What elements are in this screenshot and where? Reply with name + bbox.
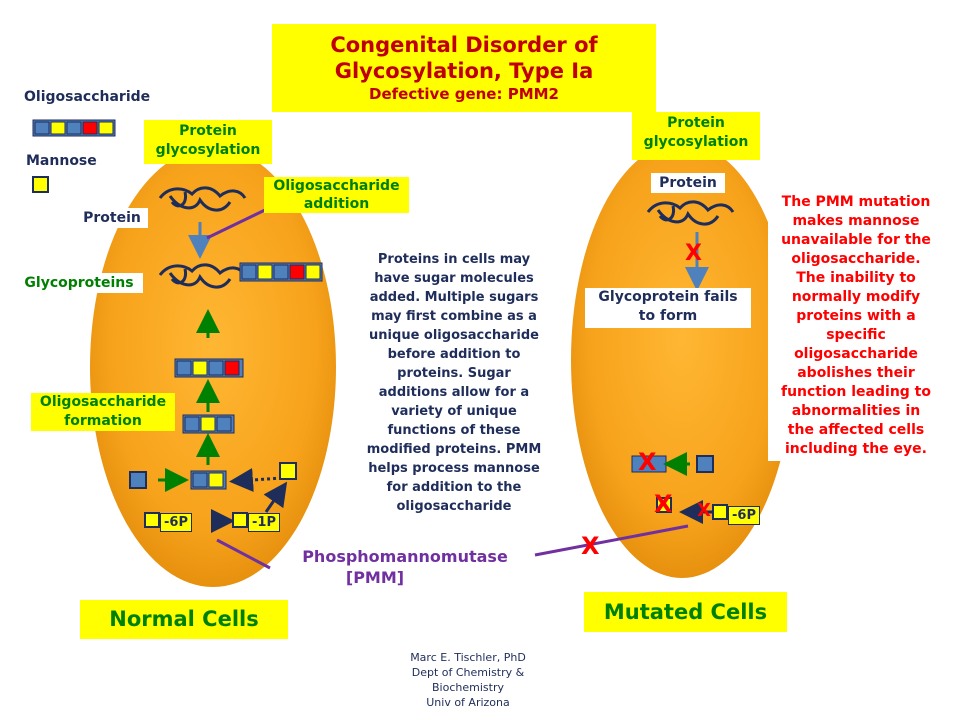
title-line-2: Glycosylation, Type Ia — [334, 59, 594, 83]
middle-text-line: may first combine as a — [371, 309, 537, 324]
addition-pointer — [206, 208, 266, 240]
chain-three-sugars — [182, 414, 235, 434]
credit-line: Marc E. Tischler, PhD — [410, 651, 526, 664]
right-text-line: proteins with a — [796, 308, 916, 324]
middle-text-line: modified proteins. PMM — [366, 442, 542, 457]
middle-text-line: added. Multiple sugars — [369, 290, 539, 305]
pmm-line-2: [PMM] — [345, 568, 405, 587]
normal-protein-label: Protein — [76, 208, 148, 228]
middle-text-line: functions of these — [387, 423, 521, 438]
mannose-product — [279, 462, 297, 480]
middle-text-line: oligosaccharide — [396, 499, 512, 514]
right-text-line: oligosaccharide — [794, 346, 918, 362]
title-subtitle: Defective gene: PMM2 — [369, 85, 559, 103]
right-text-line: oligosaccharide. — [791, 251, 921, 267]
mutated-x-chain: X — [638, 448, 657, 476]
middle-description: Proteins in cells may have sugar molecule… — [338, 250, 570, 516]
middle-text-line: helps process mannose — [368, 461, 540, 476]
mutated-protein-label: Protein — [651, 173, 725, 193]
credit-block: Marc E. Tischler, PhD Dept of Chemistry &… — [368, 650, 568, 710]
mutated-cell — [571, 142, 793, 578]
middle-text-line: Proteins in cells may — [377, 252, 531, 267]
legend-oligosaccharide-chain — [32, 119, 116, 137]
mutated-protein-icon — [646, 200, 735, 226]
chain-two-sugars — [190, 470, 227, 490]
oligosaccharide-addition-label: Oligosaccharide addition — [264, 177, 409, 213]
mutated-x-protein: X — [685, 241, 702, 266]
middle-text-line: for addition to the — [386, 480, 522, 495]
right-text-line: unavailable for the — [781, 232, 931, 248]
mutated-x-pmm: X — [581, 532, 600, 560]
attached-oligosaccharide — [239, 262, 323, 282]
title-box: Congenital Disorder of Glycosylation, Ty… — [272, 24, 656, 112]
normal-cells-label: Normal Cells — [80, 600, 288, 639]
title-line-1: Congenital Disorder of — [330, 33, 598, 57]
credit-line: Biochemistry — [432, 681, 504, 694]
credit-line: Dept of Chemistry & — [411, 666, 525, 679]
mutated-x-pmm-step: X — [697, 500, 711, 521]
mutated-x-mannose: X — [654, 490, 673, 518]
mutated-mannose-1p — [656, 497, 672, 513]
right-text-line: including the eye. — [785, 441, 927, 457]
chain-four-sugars — [174, 358, 244, 378]
mutated-cells-label: Mutated Cells — [584, 592, 787, 632]
glycoprotein-icon — [158, 263, 247, 289]
normal-1p-label: -1P — [248, 513, 280, 532]
pmm-line-1: Phosphomannomutase — [302, 547, 508, 566]
oligosaccharide-formation-label: Oligosaccharide formation — [31, 393, 175, 431]
right-text-line: normally modify — [791, 289, 921, 305]
mutated-mannose-6p — [712, 504, 728, 520]
normal-6p-label: -6P — [160, 513, 192, 532]
middle-text-line: variety of unique — [391, 404, 517, 419]
normal-protein-glycosylation: Protein glycosylation — [144, 120, 272, 164]
right-text-line: abnormalities in — [791, 403, 921, 419]
right-text-line: abolishes their — [797, 365, 915, 381]
right-description: The PMM mutation makes mannose unavailable… — [768, 193, 944, 461]
pmm-label: Phosphomannomutase [PMM] — [270, 546, 540, 588]
mannose-6p-square — [144, 512, 160, 528]
glycoproteins-label: Glycoproteins — [15, 273, 143, 293]
pmm-pointer-left — [216, 538, 271, 570]
mutated-6p-label: -6P — [728, 506, 760, 525]
middle-text-line: before addition to — [387, 347, 521, 362]
right-text-line: the affected cells — [787, 422, 925, 438]
right-text-line: The PMM mutation — [781, 194, 931, 210]
legend-mannose-label: Mannose — [26, 153, 97, 169]
pmm-pointer-right — [534, 524, 689, 557]
mutated-protein-glycosylation: Protein glycosylation — [632, 112, 760, 160]
mannose-1p-square — [232, 512, 248, 528]
right-text-line: specific — [826, 327, 886, 343]
legend-mannose-square — [32, 176, 49, 193]
credit-line: Univ of Arizona — [426, 696, 510, 709]
legend-oligosaccharide-label: Oligosaccharide — [24, 89, 151, 105]
middle-text-line: additions allow for a — [378, 385, 530, 400]
to-mannose-arrow — [263, 481, 288, 513]
middle-text-line: proteins. Sugar — [397, 366, 511, 381]
mutated-single-sugar — [696, 455, 714, 473]
protein-icon — [158, 186, 247, 212]
right-text-line: makes mannose — [792, 213, 920, 229]
right-text-line: function leading to — [780, 384, 931, 400]
glycoprotein-fails-label: Glycoprotein fails to form — [585, 288, 751, 328]
single-blue-sugar — [129, 471, 147, 489]
right-text-line: The inability to — [796, 270, 916, 286]
dotted-arrow — [229, 468, 283, 492]
middle-text-line: unique oligosaccharide — [369, 328, 539, 343]
middle-text-line: have sugar molecules — [374, 271, 534, 286]
